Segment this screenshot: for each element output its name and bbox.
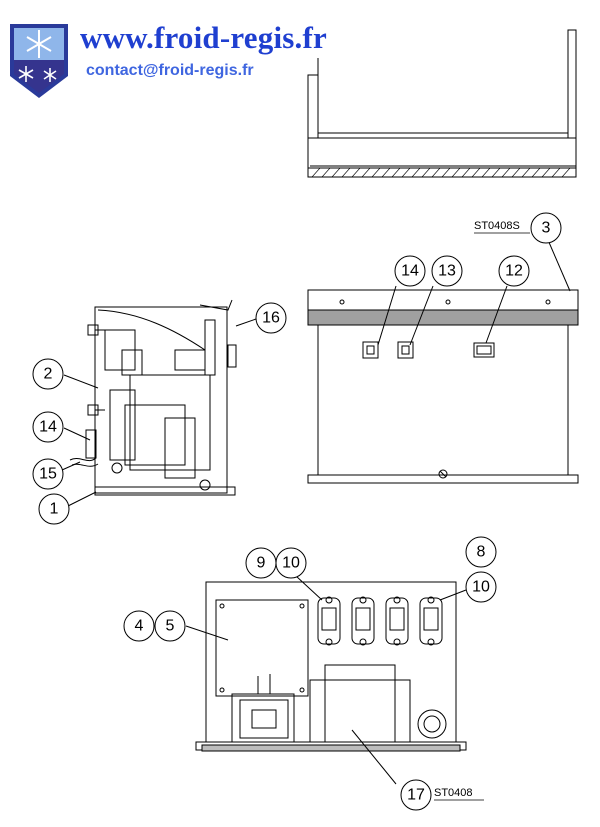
callout-13: [394, 255, 426, 287]
snowflake-logo-icon: [10, 24, 68, 98]
top-view: [307, 29, 577, 178]
callout-label: 5: [166, 618, 175, 635]
fuse-holders: [317, 596, 443, 646]
callout-5: [154, 610, 186, 642]
callout-label: 14: [39, 419, 57, 436]
callout-label: 4: [135, 618, 144, 635]
page-header: www.froid-regis.fr contact@froid-regis.f…: [0, 0, 600, 110]
callout-label: 17: [407, 787, 425, 804]
callout-4: [123, 610, 155, 642]
callout-15: [32, 458, 64, 490]
front-view: [307, 239, 579, 484]
callout-16: [255, 302, 287, 334]
callout-label: 2: [44, 366, 53, 383]
callout-label: 15: [39, 466, 57, 483]
callout-11: [498, 255, 530, 287]
callout-label: 13: [438, 263, 456, 280]
callout-label: 10: [472, 579, 490, 596]
callout-10-a: [275, 547, 307, 579]
callout-label: 8: [477, 544, 486, 561]
callout-10-b: [465, 571, 497, 603]
callout-1: [38, 493, 70, 525]
callout-label: 1: [50, 501, 59, 518]
callout-14: [32, 411, 64, 443]
callout-3: [530, 212, 562, 244]
drawing-ref-top: ST0408S: [474, 220, 520, 232]
callout-label: 10: [282, 555, 300, 572]
callout-label: 9: [257, 555, 266, 572]
callout-label: 16: [262, 310, 280, 327]
side-view: [61, 299, 257, 507]
callout-17: [400, 779, 432, 811]
site-url[interactable]: www.froid-regis.fr: [80, 20, 327, 55]
callout-label: 12: [505, 263, 523, 280]
callout-12: [431, 255, 463, 287]
callout-8: [465, 536, 497, 568]
rear-view: [185, 575, 467, 785]
drawing-ref-bottom: ST0408: [434, 787, 473, 799]
contact-email[interactable]: contact@froid-regis.fr: [86, 62, 254, 79]
callout-2: [32, 358, 64, 390]
callout-label: 14: [401, 263, 419, 280]
callout-label: 3: [542, 220, 551, 237]
